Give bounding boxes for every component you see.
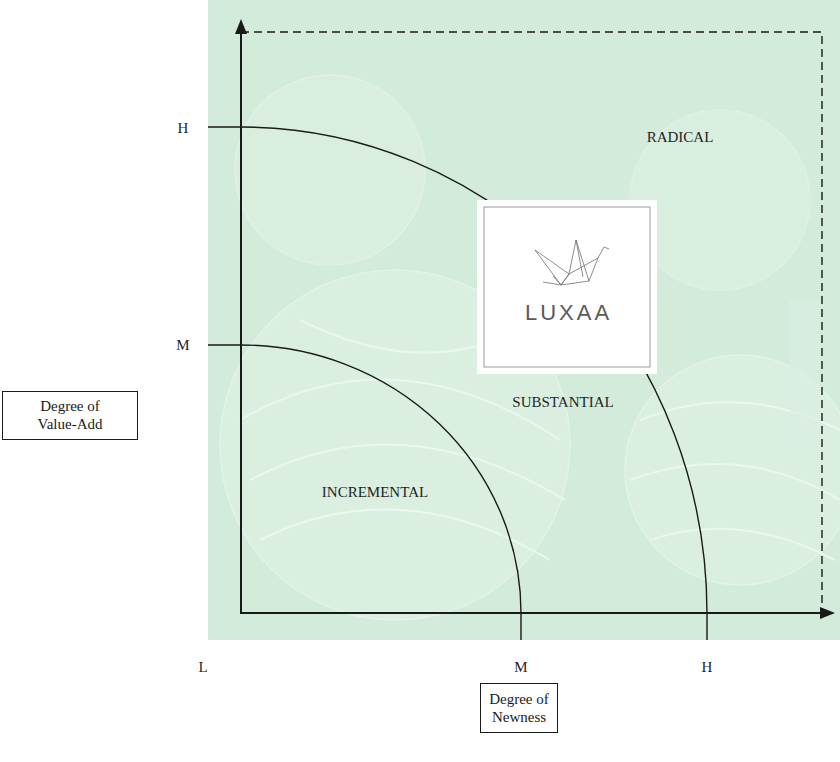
dashed-frame [241,32,822,613]
axis-level-label: H [702,659,713,676]
horizontal-axis [240,612,824,614]
medium-boundary-arc [208,345,521,640]
region-label: SUBSTANTIAL [512,394,613,411]
axis-arrowhead [820,607,835,619]
axis-title: Degree of Newness [486,690,552,726]
axis-title: Degree of Value-Add [29,397,111,433]
axis-title-box: Degree of Newness [480,683,558,733]
axis-level-label: M [514,659,527,676]
axes [240,30,824,614]
axis-title-box: Degree of Value-Add [2,391,138,440]
brand-name: LUXAA [477,200,657,326]
region-label: RADICAL [647,129,714,146]
axis-arrowhead [235,19,247,34]
vertical-axis [240,30,242,614]
high-boundary-arc [208,127,707,640]
paper-crane [535,240,609,285]
axis-level-label: H [178,120,189,137]
region-label: INCREMENTAL [322,484,428,501]
logo-box: LUXAA [477,200,657,374]
logo-inner-frame [484,207,650,367]
region-boundary [208,127,707,640]
logo-emblem [477,200,657,374]
axis-level-label: L [198,659,207,676]
axis-level-label: M [176,337,189,354]
yarn-illustration [220,75,840,620]
